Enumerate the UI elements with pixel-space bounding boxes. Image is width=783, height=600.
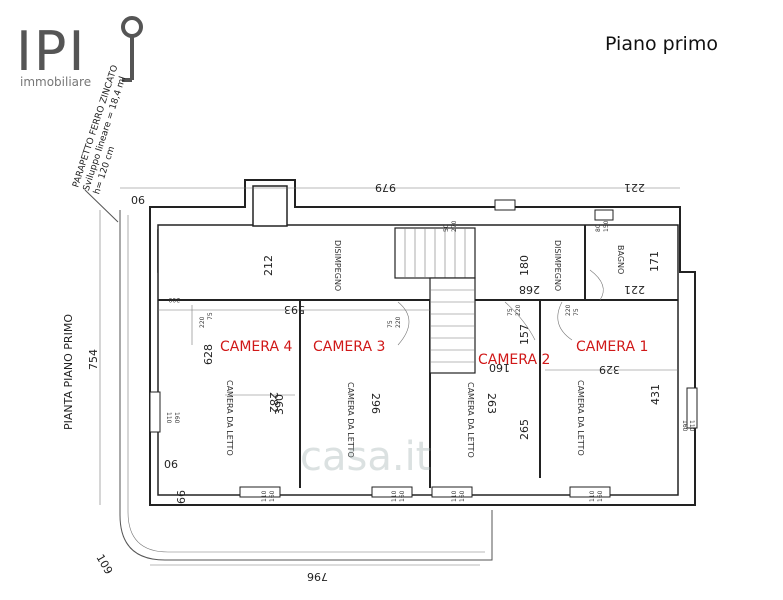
- staircase: [394, 227, 476, 374]
- balcony-outline: [119, 210, 493, 561]
- windows: [149, 199, 698, 498]
- label-door-cam1-220: 220: [565, 304, 572, 316]
- label-win-cam3-b: 160: [399, 490, 406, 502]
- label-win-cam4-b: 160: [269, 490, 276, 502]
- label-win-right-b: 160: [681, 420, 688, 432]
- label-win-cam1-b: 160: [597, 490, 604, 502]
- dim-cam1-w: 329: [599, 363, 620, 376]
- logo-key-icon: [121, 16, 143, 38]
- dim-bagno-h: 171: [648, 251, 661, 272]
- dim-top-right: 221: [624, 181, 645, 194]
- north-niche: [252, 185, 288, 227]
- room-disimpegno: DISIMPEGNO: [333, 240, 342, 291]
- label-left-200: 200: [168, 296, 180, 303]
- label-stair-50: 50: [443, 224, 450, 232]
- page-heading: Piano primo: [605, 33, 718, 55]
- door-arc-cam2: [504, 301, 536, 341]
- dim-cam4-w: 282: [267, 392, 280, 413]
- room-bagno: BAGNO: [616, 245, 625, 274]
- door-arc-bagno: [589, 269, 604, 301]
- plan-title: PIANTA PIANO PRIMO: [62, 314, 75, 430]
- dim-bottom-total: 796: [307, 570, 328, 583]
- label-win-right-a: 110: [688, 420, 695, 432]
- label-camera-2: CAMERA 2: [478, 352, 550, 368]
- door-arc-cam3: [397, 301, 410, 346]
- dim-bagno-w: 221: [624, 283, 645, 296]
- logo-letters: IPI: [16, 20, 86, 83]
- dim-top-mid: 979: [375, 181, 396, 194]
- dim-bottom-left: 109: [93, 552, 115, 577]
- label-win-cam2-a: 110: [451, 490, 458, 502]
- label-door-cam4-75: 75: [207, 312, 214, 320]
- logo-subtitle: immobiliare: [20, 75, 91, 89]
- dim-cam3-w: 296: [369, 393, 382, 414]
- label-bagno-150: 150: [603, 220, 610, 232]
- dim-cam2-depth: 265: [518, 419, 531, 440]
- label-camera-3: CAMERA 3: [313, 339, 385, 355]
- room-camera-da-letto-3: CAMERA DA LETTO: [346, 382, 355, 458]
- label-win-cam2-b: 160: [459, 490, 466, 502]
- dim-left-total: 754: [87, 349, 100, 370]
- dim-top-left: 90: [131, 193, 145, 206]
- room-camera-da-letto-2: CAMERA DA LETTO: [466, 382, 475, 458]
- ipi-logo: IPI immobiliare: [16, 16, 143, 89]
- label-win-cam1-a: 110: [589, 490, 596, 502]
- dim-cam1-depth: 431: [649, 384, 662, 405]
- label-door-cam3-220: 220: [395, 316, 402, 328]
- dim-left-90: 90: [164, 457, 178, 470]
- dim-cam4-h: 628: [202, 344, 215, 365]
- label-door-cam2-75: 75: [507, 308, 514, 316]
- dim-dis2-len: 268: [519, 283, 540, 296]
- dim-corridor-len: 593: [284, 303, 305, 316]
- door-arc-cam1: [557, 301, 573, 341]
- label-win-cam3-a: 110: [391, 490, 398, 502]
- dim-cam2-w: 263: [485, 393, 498, 414]
- label-win-cam4-a: 110: [261, 490, 268, 502]
- dim-cam4-depth: 390: [273, 394, 286, 415]
- label-win-left-a: 110: [165, 412, 172, 424]
- label-camera-1: CAMERA 1: [576, 339, 648, 355]
- label-door-cam4-220: 220: [199, 316, 206, 328]
- watermark: casa.it: [300, 434, 431, 480]
- dim-corridor-h: 212: [262, 255, 275, 276]
- room-disimpegno-2: DISIMPEGNO: [553, 240, 562, 291]
- label-camera-4: CAMERA 4: [220, 339, 292, 355]
- dim-dis2-w: 180: [518, 255, 531, 276]
- label-bagno-80: 80: [595, 224, 602, 232]
- label-door-cam3-75: 75: [387, 320, 394, 328]
- label-door-cam2-220: 220: [515, 304, 522, 316]
- dim-cam2-top: 160: [489, 361, 510, 374]
- label-win-left-b: 160: [173, 412, 180, 424]
- parapet-leader-line: [84, 189, 119, 223]
- room-camera-da-letto-1: CAMERA DA LETTO: [576, 380, 585, 456]
- room-camera-da-letto-4: CAMERA DA LETTO: [225, 380, 234, 456]
- label-stair-270: 270: [451, 220, 458, 232]
- label-door-cam1-75: 75: [573, 308, 580, 316]
- dim-cam2-dim: 157: [518, 324, 531, 345]
- balcony-inner-line: [127, 215, 485, 553]
- dim-left-66: 66: [175, 490, 188, 504]
